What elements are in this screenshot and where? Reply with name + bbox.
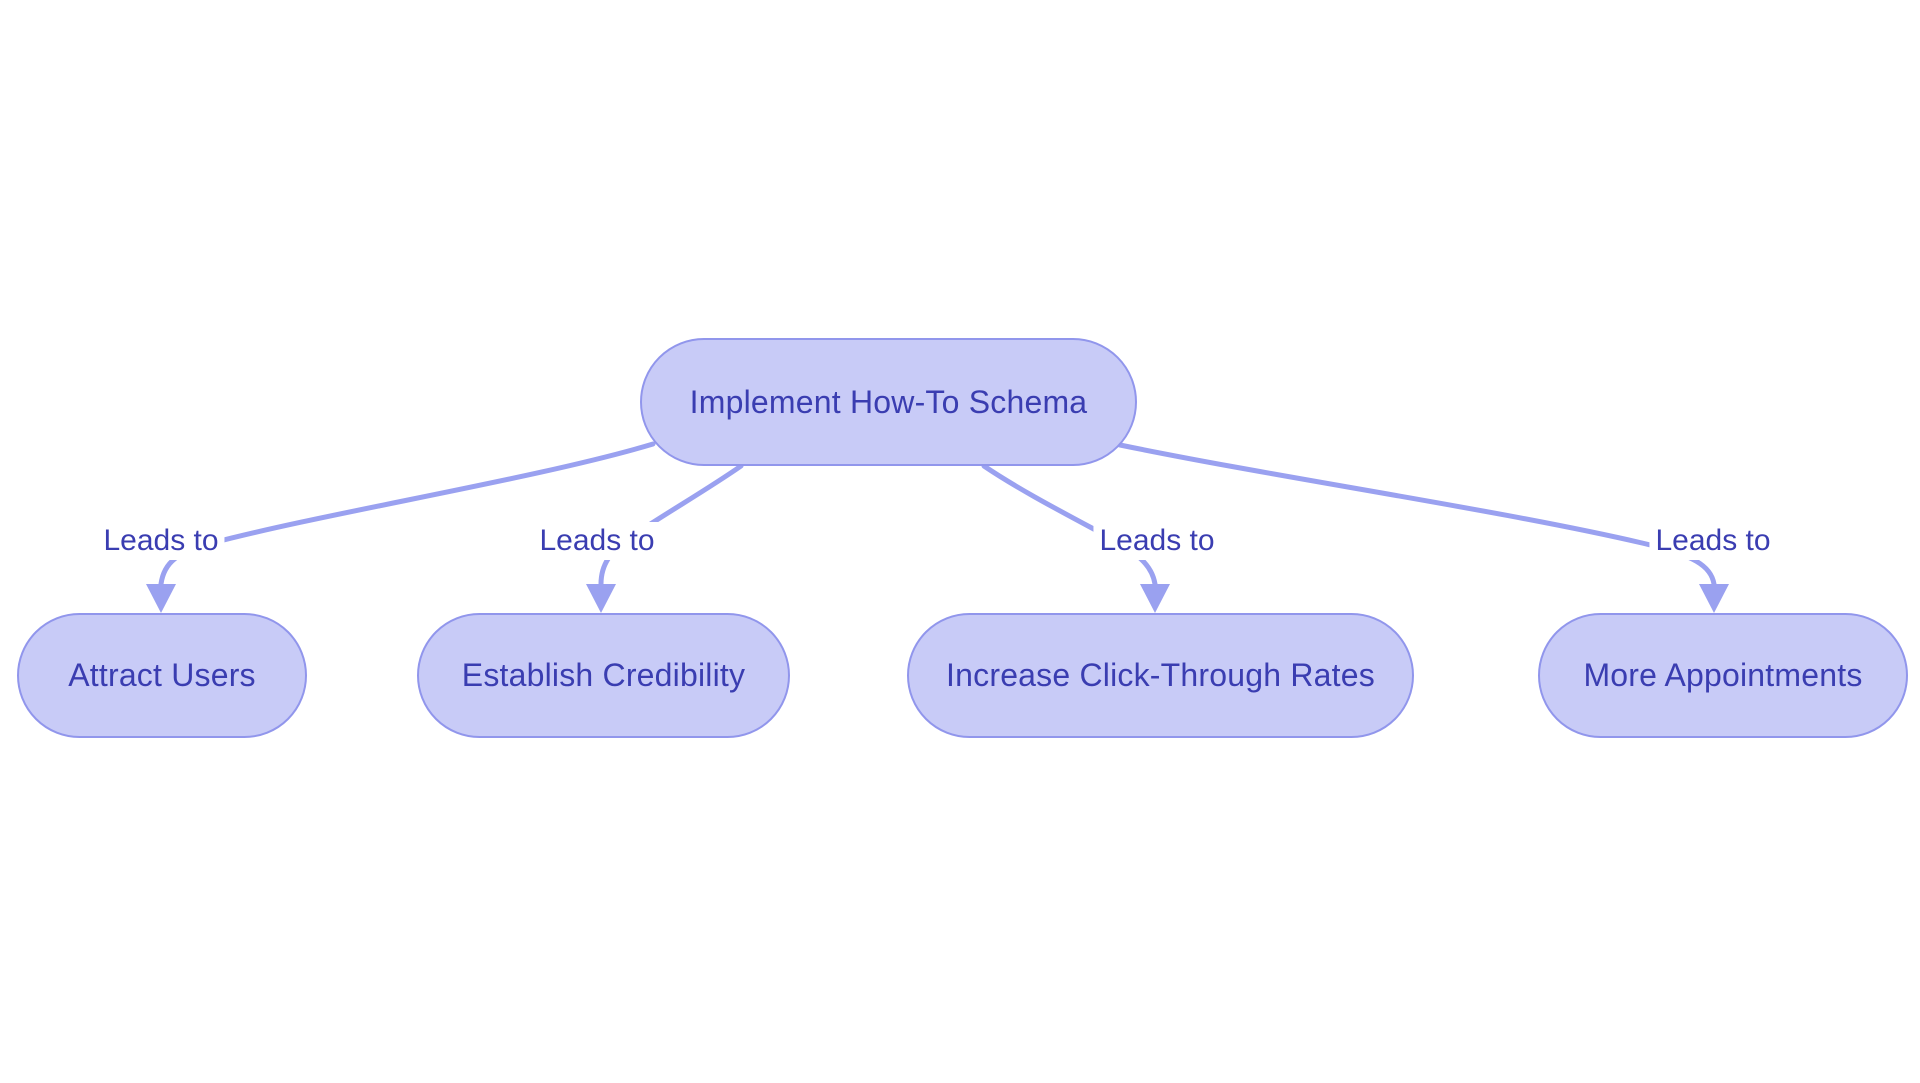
arrowhead-icon — [1140, 584, 1170, 613]
node-more-appointments: More Appointments — [1538, 613, 1908, 738]
node-label: Attract Users — [68, 657, 256, 693]
node-establish-credibility: Establish Credibility — [417, 613, 790, 738]
arrowhead-icon — [1699, 584, 1729, 613]
arrowhead-icon — [146, 584, 176, 613]
node-increase-click-through-rates: Increase Click-Through Rates — [907, 613, 1414, 738]
edge-label-leads-to: Leads to — [97, 522, 225, 560]
node-implement-how-to-schema: Implement How-To Schema — [640, 338, 1137, 466]
node-attract-users: Attract Users — [17, 613, 307, 738]
edge-line-attract-users — [158, 441, 656, 587]
node-label: Establish Credibility — [461, 657, 746, 693]
edge-label-leads-to: Leads to — [1649, 522, 1777, 560]
edge-label-leads-to: Leads to — [533, 522, 661, 560]
edge-line-more-appointments — [1117, 442, 1717, 587]
node-label: More Appointments — [1583, 657, 1863, 693]
edge-label-leads-to: Leads to — [1093, 522, 1221, 560]
node-label: Implement How-To Schema — [689, 383, 1088, 420]
node-label: Increase Click-Through Rates — [946, 657, 1375, 693]
arrowhead-icon — [586, 584, 616, 613]
